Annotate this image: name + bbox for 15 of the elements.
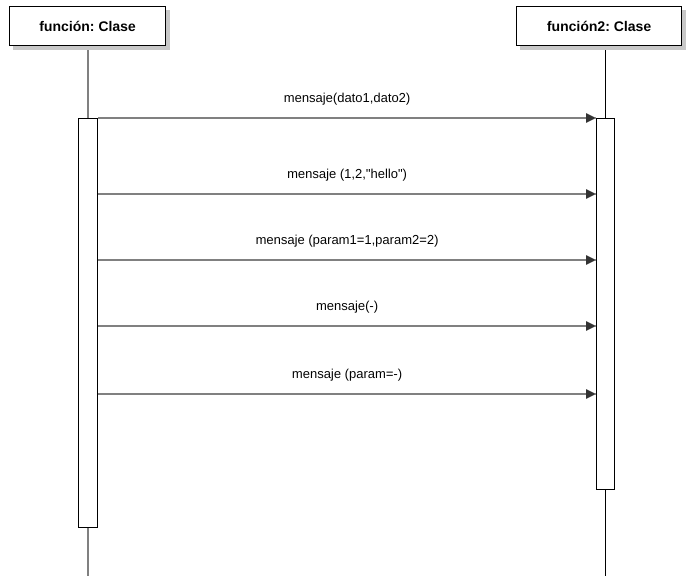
message-label: mensaje(-) <box>314 298 380 313</box>
message-arrow <box>98 389 596 399</box>
object-name: función2: Clase <box>546 18 652 34</box>
message-label: mensaje (param=-) <box>290 366 404 381</box>
message-arrow <box>98 321 596 331</box>
message-label: mensaje (param1=1,param2=2) <box>254 232 440 247</box>
message-label: mensaje (1,2,"hello") <box>285 166 409 181</box>
message-arrow <box>98 189 596 199</box>
message-label: mensaje(dato1,dato2) <box>282 90 412 105</box>
message-arrow <box>98 113 596 123</box>
lifeline <box>605 490 606 576</box>
object-name: función: Clase <box>39 18 136 34</box>
activation-bar <box>78 118 98 528</box>
message-arrow <box>98 255 596 265</box>
activation-bar <box>596 118 615 490</box>
